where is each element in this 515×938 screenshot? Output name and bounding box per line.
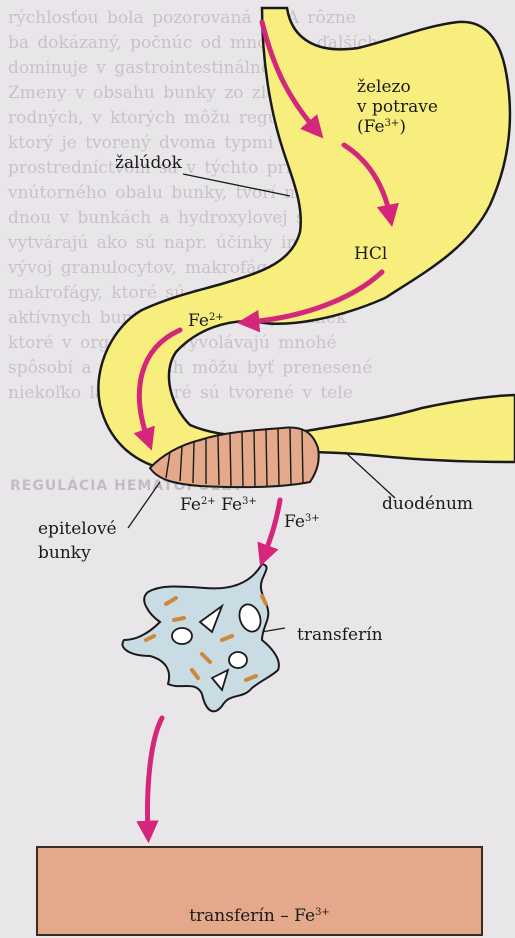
iron-in-food-label: železo v potrave (Fe3+) — [357, 77, 438, 137]
fe2-stomach-label: Fe2+ — [188, 311, 224, 331]
stomach-label: žalúdok — [115, 153, 182, 173]
fe-in-cells-label: Fe2+ Fe3+ — [180, 495, 257, 515]
hcl-label: HCl — [354, 244, 387, 264]
stomach-shape — [98, 8, 515, 471]
transferrin-label: transferín — [297, 625, 383, 645]
transferrin-molecule — [122, 564, 278, 711]
epithelial-cells-label: epitelové bunky — [38, 517, 117, 565]
transferrin-fe3-box: transferín – Fe3+ — [36, 846, 483, 936]
transferrin-fe3-label: transferín – Fe3+ — [38, 906, 481, 926]
fe3-out-label: Fe3+ — [284, 512, 320, 532]
duodenum-label: duodénum — [382, 494, 473, 514]
